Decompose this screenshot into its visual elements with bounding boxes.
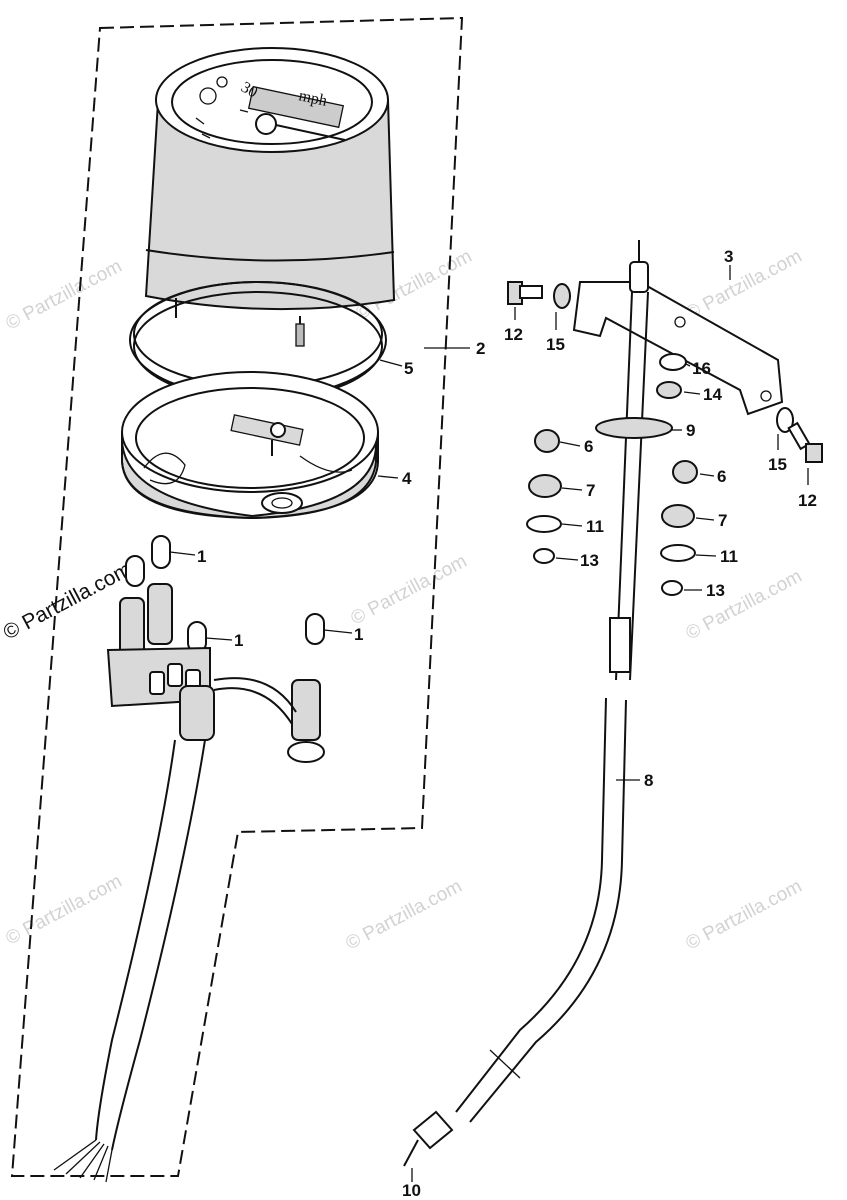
watermark: © Partzilla.com: [682, 566, 805, 645]
callout-1: 1: [197, 547, 206, 566]
callout-5: 5: [404, 359, 413, 378]
dial-number: 30: [238, 79, 260, 102]
assembly-boundary: [10, 16, 464, 1177]
watermark: © Partzilla.com: [682, 876, 805, 955]
callout-9: 9: [686, 421, 695, 440]
watermark: © Partzilla.com: [342, 876, 465, 955]
callout-10: 10: [402, 1181, 421, 1200]
callout-15: 15: [768, 455, 787, 474]
callout-6: 6: [717, 467, 726, 486]
callout-15: 15: [546, 335, 565, 354]
callout-8: 8: [644, 771, 653, 790]
callout-3: 3: [724, 247, 733, 266]
watermark: © Partzilla.com: [0, 558, 135, 645]
callout-16: 16: [692, 359, 711, 378]
dial-label: mph: [297, 87, 328, 110]
callout-11: 11: [586, 517, 604, 536]
callout-12: 12: [798, 491, 817, 510]
callout-1: 1: [354, 625, 363, 644]
callout-4: 4: [402, 469, 412, 488]
callout-13: 13: [706, 581, 725, 600]
callout-14: 14: [703, 385, 722, 404]
meter-case: [121, 371, 379, 520]
socket-harness: [53, 583, 325, 1183]
callout-1: 1: [234, 631, 243, 650]
callout-7: 7: [718, 511, 727, 530]
leader-lines: [169, 265, 809, 1182]
callout-11: 11: [720, 547, 738, 566]
watermark: © Partzilla.com: [347, 551, 470, 630]
indicator-bulbs: [125, 535, 325, 653]
callout-13: 13: [580, 551, 599, 570]
callout-6: 6: [584, 437, 593, 456]
speedometer-housing: mph 30: [144, 47, 396, 347]
watermark: © Partzilla.com: [2, 871, 125, 950]
callout-12: 12: [504, 325, 523, 344]
mounting-bracket: [572, 281, 784, 416]
hardware-parts: [507, 281, 823, 596]
callout-7: 7: [586, 481, 595, 500]
callouts: 1 1 1 2 3 4 5 6 6 7 7 8 9 10 11 11 12 12…: [197, 247, 817, 1200]
callout-2: 2: [476, 339, 485, 358]
watermark: © Partzilla.com: [682, 246, 805, 325]
watermark: © Partzilla.com: [2, 256, 125, 335]
speedometer-cable: [403, 240, 673, 1167]
